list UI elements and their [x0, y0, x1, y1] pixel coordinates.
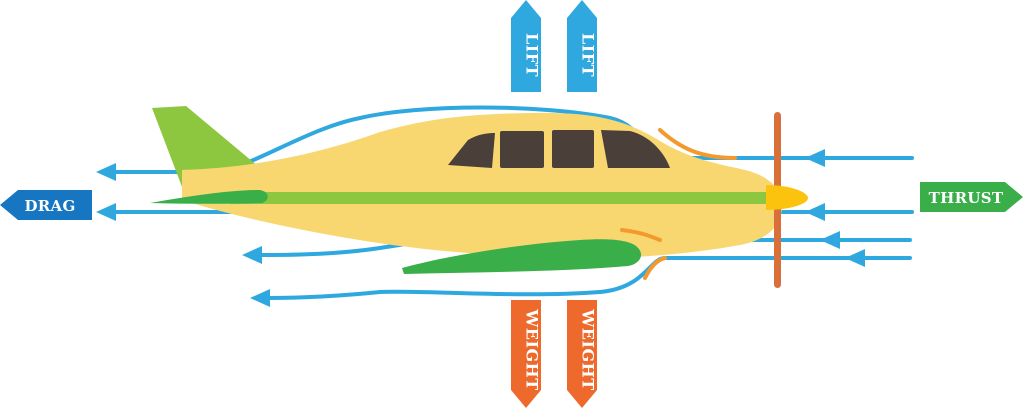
weight-arrow-left: WEIGHT [511, 300, 542, 408]
arrow-left-icon [820, 231, 840, 249]
arrow-left-icon [805, 149, 825, 167]
window-front [601, 130, 670, 168]
arrow-left-icon [0, 190, 92, 220]
airflow-arrowheads [96, 149, 865, 307]
wing-bottom-trim [643, 256, 667, 280]
arrow-left-icon [845, 249, 865, 267]
arrow-down-icon [511, 300, 541, 408]
lift-arrow-left: LIFT [511, 0, 542, 92]
thrust-label: THRUST [929, 189, 1004, 207]
arrow-left-icon [805, 203, 825, 221]
weight-label-right: WEIGHT [579, 308, 598, 390]
window-rear [448, 133, 495, 168]
arrow-left-icon [96, 203, 116, 221]
cowling-trim [658, 128, 737, 160]
arrow-up-icon [511, 0, 541, 92]
arrow-left-icon [96, 163, 116, 181]
propeller-spinner [766, 185, 808, 210]
window-middle [500, 131, 544, 168]
wing [402, 239, 642, 274]
horizontal-stabilizer [150, 190, 268, 204]
thrust-arrow: THRUST [920, 182, 1023, 212]
drag-arrow: DRAG [0, 190, 92, 220]
lift-label-right: LIFT [579, 33, 598, 77]
arrow-left-icon [250, 289, 270, 307]
lift-label-left: LIFT [523, 33, 542, 77]
wing-root-trim [620, 228, 662, 242]
window-front-left [552, 130, 594, 168]
arrow-right-icon [920, 182, 1023, 212]
fuselage-stripe [228, 192, 776, 204]
weight-label-left: WEIGHT [523, 308, 542, 390]
arrow-left-icon [242, 246, 262, 264]
weight-arrow-right: WEIGHT [567, 300, 598, 408]
drag-label: DRAG [24, 197, 75, 215]
airplane [150, 106, 808, 288]
arrow-up-icon [567, 0, 597, 92]
lift-arrow-right: LIFT [567, 0, 598, 92]
arrow-down-icon [567, 300, 597, 408]
airflow-line-wing-bottom [266, 256, 912, 300]
